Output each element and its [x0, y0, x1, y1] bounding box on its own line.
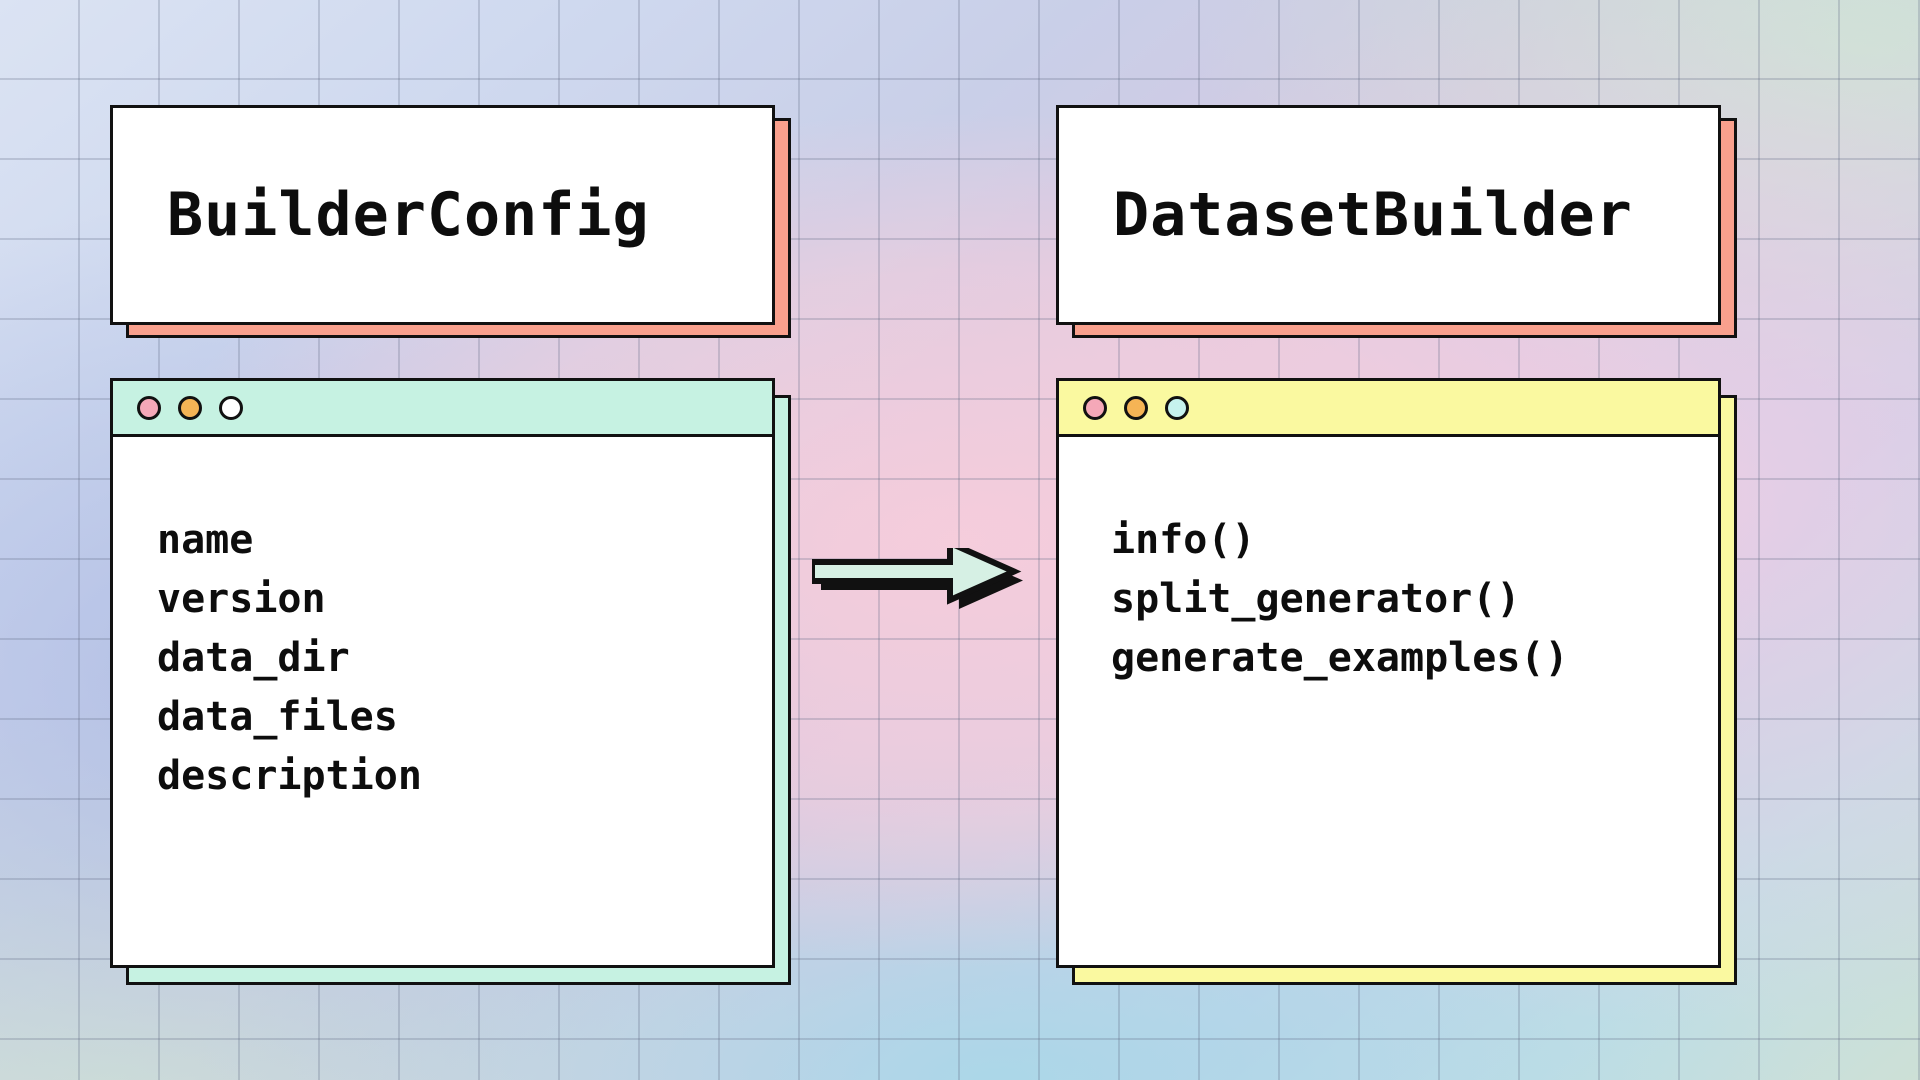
- close-dot[interactable]: [1083, 395, 1107, 420]
- list-item: generate_examples(): [1111, 635, 1569, 681]
- dataset-builder-body: info() split_generator() generate_exampl…: [1059, 437, 1718, 965]
- builder-config-window[interactable]: name version data_dir data_files descrip…: [110, 378, 775, 968]
- maximize-dot[interactable]: [1165, 395, 1189, 420]
- minimize-dot[interactable]: [1124, 395, 1148, 420]
- dataset-builder-title: DatasetBuilder: [1113, 180, 1633, 250]
- dataset-builder-window[interactable]: info() split_generator() generate_exampl…: [1056, 378, 1721, 968]
- builder-config-body: name version data_dir data_files descrip…: [113, 437, 772, 965]
- list-item: version: [157, 576, 326, 622]
- list-item: info(): [1111, 517, 1256, 563]
- list-item: data_dir: [157, 635, 350, 681]
- builder-config-attribute-list: name version data_dir data_files descrip…: [157, 511, 772, 806]
- list-item: split_generator(): [1111, 576, 1521, 622]
- flow-arrow: [812, 548, 1032, 620]
- dataset-builder-method-list: info() split_generator() generate_exampl…: [1111, 511, 1718, 688]
- list-item: name: [157, 517, 254, 563]
- builder-config-header-card[interactable]: BuilderConfig: [110, 105, 775, 325]
- dataset-builder-header-card[interactable]: DatasetBuilder: [1056, 105, 1721, 325]
- builder-config-title: BuilderConfig: [167, 180, 650, 250]
- list-item: description: [157, 753, 422, 799]
- list-item: data_files: [157, 694, 398, 740]
- maximize-dot[interactable]: [219, 395, 243, 420]
- close-dot[interactable]: [137, 395, 161, 420]
- minimize-dot[interactable]: [178, 395, 202, 420]
- builder-config-titlebar[interactable]: [113, 381, 772, 437]
- dataset-builder-titlebar[interactable]: [1059, 381, 1718, 437]
